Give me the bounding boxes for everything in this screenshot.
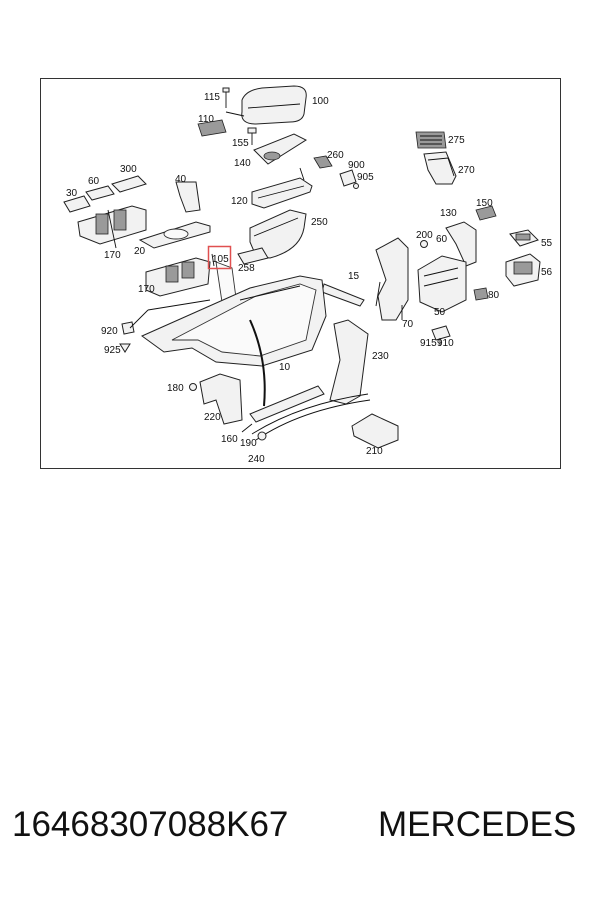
- part-center-console-10: [141, 275, 327, 367]
- label-220: 220: [204, 412, 221, 423]
- label-20: 20: [134, 246, 146, 257]
- label-170-lower: 170: [138, 284, 155, 295]
- label-210: 210: [366, 446, 383, 457]
- part-vent-275: [415, 131, 447, 149]
- label-60-right: 60: [436, 234, 448, 245]
- label-300: 300: [120, 164, 137, 175]
- label-910: 910: [437, 338, 454, 349]
- part-switch-150: [475, 205, 497, 221]
- label-105: 105: [212, 254, 229, 265]
- part-mat-300: [111, 175, 147, 193]
- label-258: 258: [238, 263, 255, 274]
- label-230: 230: [372, 351, 389, 362]
- leader-lines: [107, 209, 441, 407]
- part-bracket-130: [445, 221, 477, 267]
- label-920: 920: [101, 326, 118, 337]
- label-50: 50: [434, 307, 446, 318]
- label-140: 140: [234, 158, 251, 169]
- part-rail-240: [249, 385, 371, 441]
- part-cupholder-170: [77, 205, 147, 245]
- label-915: 915: [420, 338, 437, 349]
- part-trim-20: [138, 221, 211, 249]
- label-120: 120: [231, 196, 248, 207]
- part-screw-160: [241, 423, 253, 433]
- part-connector-80: [473, 287, 489, 301]
- label-260: 260: [327, 150, 344, 161]
- part-mechanism-60: [375, 237, 409, 321]
- part-bracket-258: [237, 247, 269, 265]
- part-bracket-210: [351, 413, 399, 449]
- part-screw-155: [247, 127, 257, 145]
- part-screw-190: [257, 431, 267, 441]
- label-190: 190: [240, 438, 257, 449]
- part-mat-30: [63, 195, 91, 213]
- label-30: 30: [66, 188, 78, 199]
- label-56: 56: [541, 267, 553, 278]
- label-130: 130: [440, 208, 457, 219]
- label-40: 40: [175, 174, 187, 185]
- label-55: 55: [541, 238, 553, 249]
- label-170-upper: 170: [104, 250, 121, 261]
- label-100: 100: [312, 96, 329, 107]
- part-clip-920: [121, 321, 135, 335]
- label-80: 80: [488, 290, 500, 301]
- part-armrest-lid: [241, 85, 307, 125]
- label-110: 110: [198, 114, 214, 125]
- part-bracket-40: [175, 181, 201, 213]
- label-115: 115: [204, 92, 220, 103]
- part-mat-60: [85, 185, 115, 201]
- callout-labels: 115 100 110 155 140 275 260 900 905 270 …: [66, 92, 553, 465]
- label-200: 200: [416, 230, 433, 241]
- part-clip-925: [119, 343, 131, 353]
- label-155: 155: [232, 138, 249, 149]
- part-number: 16468307088K67: [12, 805, 289, 844]
- part-switch-56: [505, 253, 541, 287]
- part-tray-140: [253, 133, 308, 165]
- part-control-unit-50: [417, 255, 467, 313]
- part-cupholder-170-lower: [145, 257, 211, 297]
- part-side-bracket-230: [329, 319, 369, 405]
- label-160: 160: [221, 434, 238, 445]
- label-905: 905: [357, 172, 374, 183]
- label-10: 10: [279, 362, 291, 373]
- label-70: 70: [402, 319, 414, 330]
- part-clip-260: [313, 155, 333, 169]
- label-900: 900: [348, 160, 365, 171]
- label-15: 15: [348, 271, 360, 282]
- brand-name: MERCEDES: [378, 805, 577, 844]
- label-925: 925: [104, 345, 121, 356]
- part-cover-120: [251, 177, 313, 209]
- part-clip-910: [431, 325, 451, 341]
- part-screw-200: [420, 240, 428, 248]
- part-bracket-220: [199, 373, 243, 425]
- label-150: 150: [476, 198, 493, 209]
- part-switch-55: [509, 229, 539, 247]
- part-connector-900: [339, 169, 359, 189]
- label-60: 60: [88, 176, 100, 187]
- label-240: 240: [248, 454, 265, 465]
- label-250: 250: [311, 217, 328, 228]
- part-bracket-270: [423, 151, 457, 185]
- label-270: 270: [458, 165, 475, 176]
- caption: 16468307088K67 MERCEDES: [0, 805, 600, 865]
- part-nut-180: [189, 383, 197, 391]
- label-275: 275: [448, 135, 465, 146]
- part-screw-115: [222, 87, 230, 108]
- part-hinge-110: [197, 119, 227, 137]
- label-180: 180: [167, 383, 184, 394]
- highlight-box: [207, 245, 232, 270]
